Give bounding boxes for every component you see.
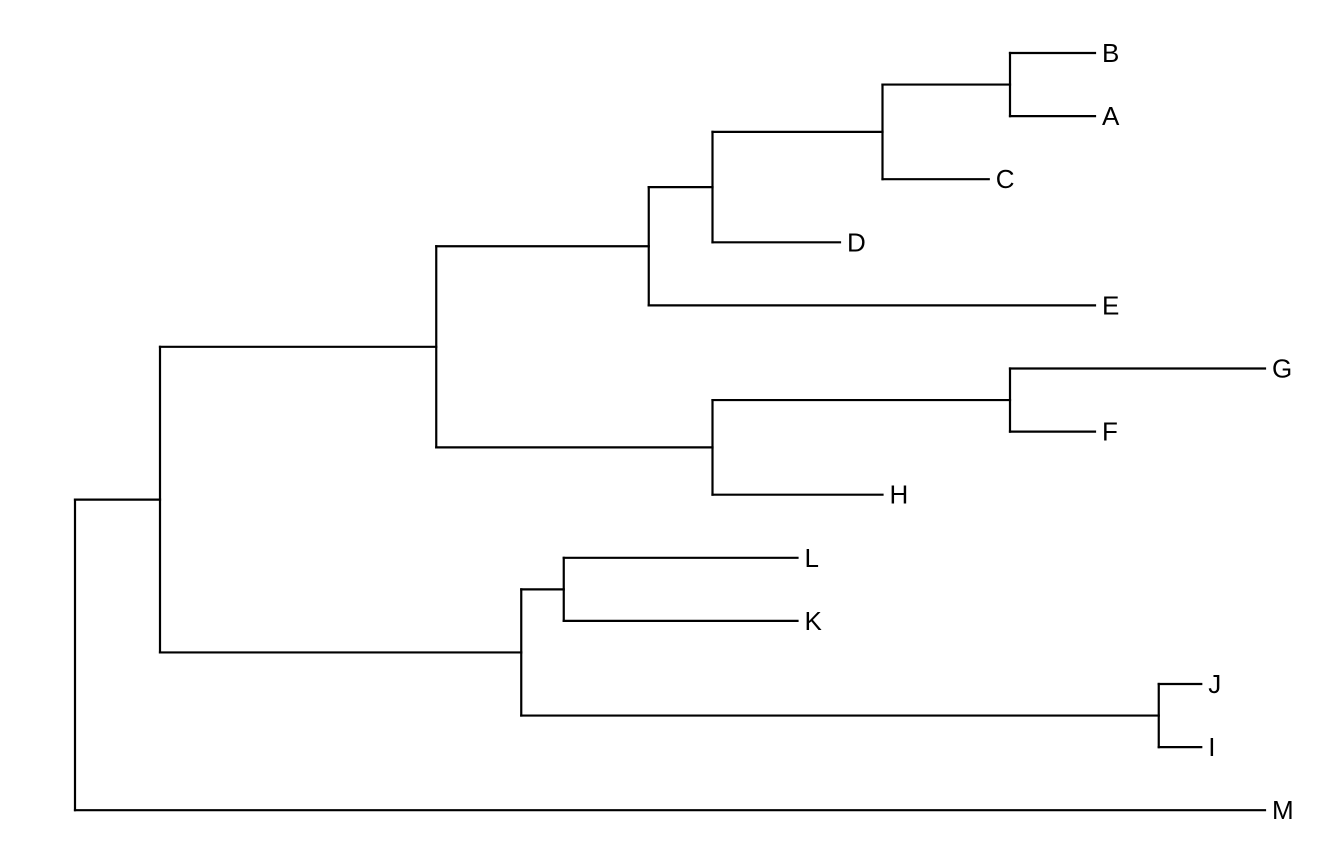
tip-label-D: D [847,227,866,257]
tip-label-C: C [996,164,1015,194]
tip-label-B: B [1102,38,1119,68]
tip-label-I: I [1208,732,1215,762]
tip-label-L: L [805,543,819,573]
tip-label-J: J [1208,669,1221,699]
tip-label-G: G [1272,354,1292,384]
tip-label-E: E [1102,290,1119,320]
tip-label-A: A [1102,101,1120,131]
tip-label-F: F [1102,417,1118,447]
tip-labels: B A C D E G F H L K J I M [805,38,1294,825]
tip-label-K: K [805,606,823,636]
tip-label-M: M [1272,795,1294,825]
tip-label-H: H [890,480,909,510]
tree-branches [73,51,1267,812]
